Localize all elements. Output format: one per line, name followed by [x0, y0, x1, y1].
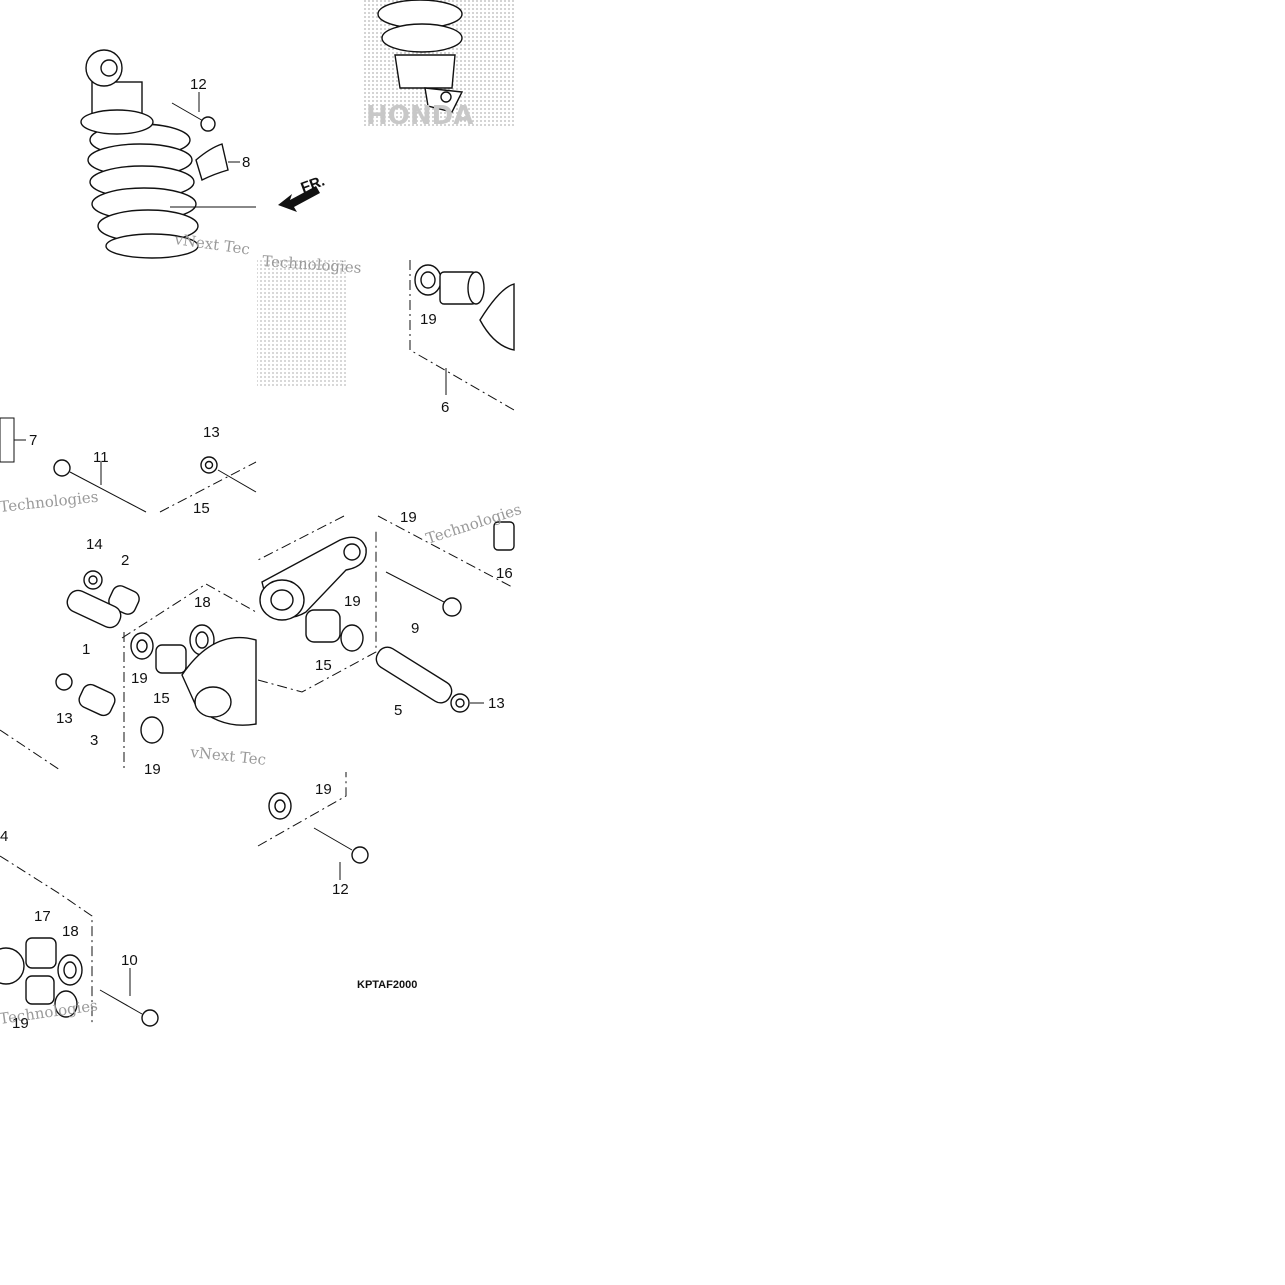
linkage-arm [259, 536, 367, 621]
linkage-arm-end [479, 283, 515, 351]
callout-1: 1 [82, 641, 90, 658]
nut-13-left [55, 673, 73, 691]
callout-19: 19 [344, 593, 361, 610]
callout-6: 6 [441, 399, 449, 416]
callout-4: 4 [0, 828, 8, 845]
group-bracket-6 [409, 260, 515, 411]
callout-3: 3 [90, 732, 98, 749]
callout-12: 12 [332, 881, 349, 898]
bearing-15-b [305, 609, 341, 643]
dust-seal-19-b [130, 632, 154, 660]
collar-3 [78, 683, 116, 717]
bolt-12-top [171, 102, 216, 132]
callout-15: 15 [153, 690, 170, 707]
nut-13-right [450, 693, 470, 713]
collar-5 [375, 646, 453, 704]
watermark-pattern [257, 258, 347, 386]
bracket-7 [0, 417, 15, 463]
callout-13: 13 [488, 695, 505, 712]
dust-seal-19-a [414, 264, 442, 296]
watermark-text-d: vNext Tec [189, 743, 267, 769]
shock-absorber [80, 49, 256, 259]
nut-13-top [200, 456, 218, 474]
callout-14: 14 [86, 536, 103, 553]
callout-15: 15 [315, 657, 332, 674]
callout-17: 17 [34, 908, 51, 925]
bolt-12-bottom [313, 827, 369, 864]
callout-10: 10 [121, 952, 138, 969]
front-arrow-label: FR. [299, 173, 328, 197]
bolt-10 [99, 989, 159, 1027]
callout-18: 18 [194, 594, 211, 611]
bearing-collar [439, 271, 485, 305]
shock-lower-end [362, 0, 514, 128]
bearing-16 [493, 521, 515, 551]
bolt-9 [385, 571, 462, 617]
nut-14 [83, 570, 103, 590]
collar-1 [66, 589, 122, 629]
callout-15: 15 [193, 500, 210, 517]
bearing-17 [25, 937, 57, 969]
callout-7: 7 [29, 432, 37, 449]
watermark-brand: HONDA [366, 101, 473, 131]
callout-8: 8 [242, 154, 250, 171]
callout-2: 2 [121, 552, 129, 569]
label-sticker-8 [195, 143, 229, 181]
bolt-11 [53, 459, 147, 513]
callout-19: 19 [144, 761, 161, 778]
callout-19: 19 [12, 1015, 29, 1032]
cushion-arm-end [0, 947, 25, 985]
dust-seal-19-g [54, 990, 78, 1018]
dust-seal-19-e [268, 792, 292, 820]
callout-19: 19 [131, 670, 148, 687]
watermark-text-c: Technologies [0, 488, 99, 516]
callout-16: 16 [496, 565, 513, 582]
callout-12: 12 [190, 76, 207, 93]
callout-5: 5 [394, 702, 402, 719]
callout-19: 19 [315, 781, 332, 798]
drawing-code: KPTAF2000 [357, 979, 417, 991]
bearing-15-a [155, 644, 187, 674]
callouts: 12 8 19 6 7 11 13 15 14 2 18 1 19 15 13 … [0, 76, 513, 1032]
bearing-lower [25, 975, 55, 1005]
callout-11: 11 [93, 449, 109, 466]
callout-13: 13 [56, 710, 73, 727]
dust-seal-19-d [340, 624, 364, 652]
callout-19: 19 [420, 311, 437, 328]
callout-18: 18 [62, 923, 79, 940]
dust-seal-18-b [57, 954, 83, 986]
callout-19: 19 [400, 509, 417, 526]
dust-seal-19-c [140, 716, 164, 744]
front-arrow-icon [278, 186, 320, 212]
callout-9: 9 [411, 620, 419, 637]
callout-13: 13 [203, 424, 220, 441]
